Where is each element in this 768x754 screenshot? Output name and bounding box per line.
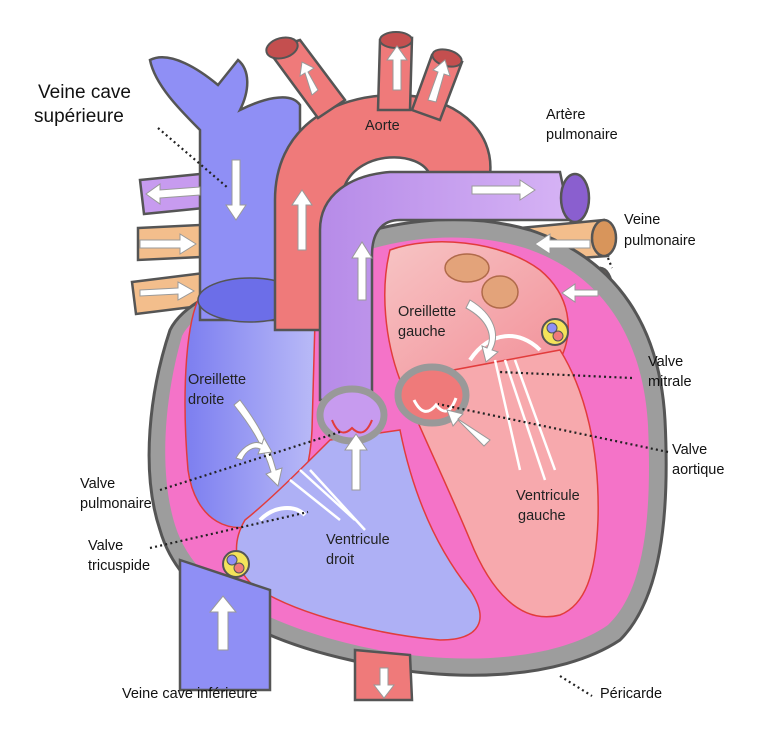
label-valve-tricuspide-2: tricuspide <box>88 558 150 574</box>
superior-vena-cava <box>148 56 302 322</box>
arrow-up-aorta-left <box>291 189 313 251</box>
arrow-right-pa <box>471 179 536 201</box>
coronary-vessel-right <box>222 550 250 578</box>
labels: Veine cave supérieure Aorte Artère pulmo… <box>34 82 724 702</box>
label-oreillette-droite-1: Oreillette <box>188 372 246 388</box>
label-artere-pulmonaire-2: pulmonaire <box>546 127 618 143</box>
arrow-left-pv-bottom <box>561 283 599 303</box>
label-ventricule-droit-2: droit <box>326 552 354 568</box>
leader-lines <box>149 127 669 697</box>
arrow-down-svc <box>225 159 247 221</box>
aortic-valve <box>394 363 470 427</box>
label-veine-pulmonaire-2: pulmonaire <box>624 233 696 249</box>
label-valve-pulmonaire-2: pulmonaire <box>80 496 152 512</box>
arrow-left-pv-top <box>534 233 591 255</box>
arrow-right-tan-top <box>139 233 197 255</box>
label-valve-mitrale-2: mitrale <box>648 374 692 390</box>
pv-opening-1 <box>444 253 490 283</box>
label-ventricule-gauche-2: gauche <box>518 508 566 524</box>
arrow-up-ivc <box>208 595 238 651</box>
label-artere-pulmonaire-1: Artère <box>546 107 586 123</box>
arrow-aorta-branch-1 <box>299 61 319 96</box>
label-valve-mitrale-1: Valve <box>648 354 683 370</box>
label-oreillette-gauche-1: Oreillette <box>398 304 456 320</box>
label-valve-aortique-1: Valve <box>672 442 707 458</box>
mitral-valve <box>468 334 557 481</box>
label-veine-cave-inferieure: Veine cave inférieure <box>122 686 257 702</box>
flow-arrows <box>139 45 599 699</box>
arrow-ra-curve <box>233 399 283 487</box>
arrow-lv-to-aorta <box>446 409 491 447</box>
label-veine-cave-superieure-1: Veine cave <box>38 82 131 103</box>
arrow-up-pulmonary <box>351 241 373 301</box>
arrow-up-rv <box>344 433 368 491</box>
arrow-down-aorta-tail <box>372 667 396 699</box>
label-oreillette-droite-2: droite <box>188 392 224 408</box>
label-valve-aortique-2: aortique <box>672 462 724 478</box>
arrow-la-curve <box>465 299 500 363</box>
label-veine-pulmonaire-1: Veine <box>624 212 660 228</box>
label-pericarde: Péricarde <box>600 686 662 702</box>
label-veine-cave-superieure-2: supérieure <box>34 106 124 127</box>
arrow-left-purple-vein <box>145 183 201 205</box>
coronary-vessel-left <box>541 318 569 346</box>
pulmonary-artery <box>318 170 572 402</box>
label-valve-pulmonaire-1: Valve <box>80 476 115 492</box>
label-oreillette-gauche-2: gauche <box>398 324 446 340</box>
pulmonary-valve <box>316 385 388 445</box>
arrow-ra-hook <box>235 436 273 461</box>
arrow-aorta-branch-2 <box>386 45 408 91</box>
label-aorte: Aorte <box>365 118 400 134</box>
label-ventricule-droit-1: Ventricule <box>326 532 390 548</box>
label-valve-tricuspide-1: Valve <box>88 538 123 554</box>
label-ventricule-gauche-1: Ventricule <box>516 488 580 504</box>
arrow-aorta-branch-3 <box>427 59 451 103</box>
arrow-right-tan-bottom <box>139 281 196 301</box>
pv-opening-2 <box>481 275 519 309</box>
